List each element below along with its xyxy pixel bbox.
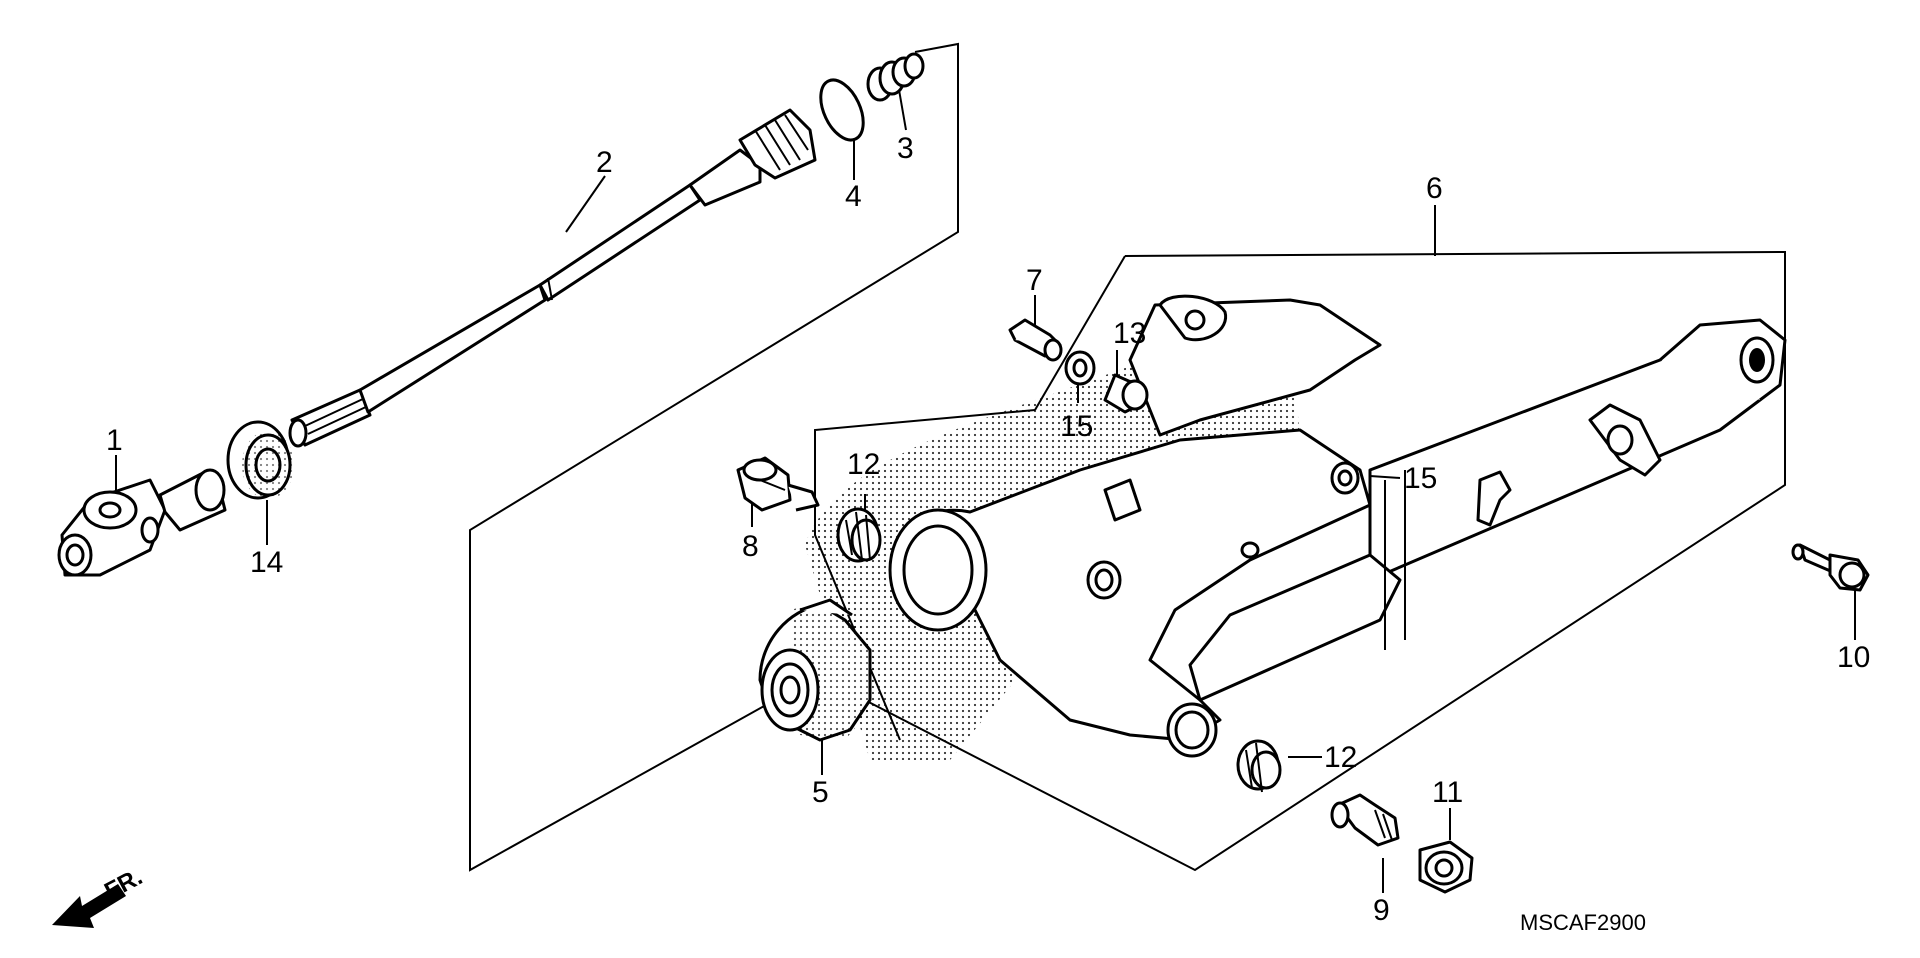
callout-8: 8 bbox=[742, 530, 759, 563]
callout-9: 9 bbox=[1373, 894, 1390, 927]
group-bracket-lines bbox=[469, 42, 1786, 872]
part-15-bushing-upper bbox=[1064, 350, 1096, 386]
diagram-code: MSCAF2900 bbox=[1520, 910, 1646, 935]
part-4-circlip bbox=[819, 78, 865, 142]
part-15-bushing-right bbox=[1330, 461, 1360, 495]
part-12-locknut-lower bbox=[1236, 739, 1282, 793]
callout-5: 5 bbox=[812, 776, 829, 809]
callout-4: 4 bbox=[845, 180, 862, 213]
callout-2: 2 bbox=[596, 146, 613, 179]
part-8-pivot-bolt bbox=[736, 456, 820, 512]
part-13-collar bbox=[1103, 373, 1149, 414]
callout-6: 6 bbox=[1426, 172, 1443, 205]
part-9-adjusting-bolt bbox=[1330, 793, 1400, 847]
part-5-flange bbox=[758, 598, 875, 742]
swingarm-body bbox=[805, 294, 1787, 760]
callout-1: 1 bbox=[106, 424, 123, 457]
part-7-collar bbox=[1008, 318, 1063, 362]
part-1-universal-joint bbox=[57, 468, 227, 577]
leader-lines bbox=[115, 83, 1856, 893]
callout-3: 3 bbox=[897, 132, 914, 165]
part-3-spring bbox=[866, 52, 925, 102]
callout-12-lower: 12 bbox=[1324, 741, 1357, 774]
callout-12-upper: 12 bbox=[847, 448, 880, 481]
callout-7: 7 bbox=[1026, 264, 1043, 297]
part-2-drive-shaft bbox=[288, 108, 817, 448]
part-10-bolt bbox=[1791, 543, 1870, 592]
callout-11: 11 bbox=[1432, 776, 1463, 809]
callout-numbers: 1 2 3 4 5 6 7 8 9 10 11 12 12 13 14 15 1… bbox=[106, 132, 1870, 927]
part-14-bearing bbox=[226, 420, 294, 500]
callout-15-upper: 15 bbox=[1060, 410, 1093, 443]
front-direction-indicator: FR. bbox=[52, 863, 147, 928]
callout-15-right: 15 bbox=[1404, 462, 1437, 495]
part-12-locknut-upper bbox=[836, 507, 882, 563]
callout-13: 13 bbox=[1113, 317, 1146, 350]
callout-14: 14 bbox=[250, 546, 283, 579]
callout-10: 10 bbox=[1837, 641, 1870, 674]
part-11-locknut bbox=[1418, 840, 1474, 894]
front-arrow-icon bbox=[52, 884, 126, 928]
